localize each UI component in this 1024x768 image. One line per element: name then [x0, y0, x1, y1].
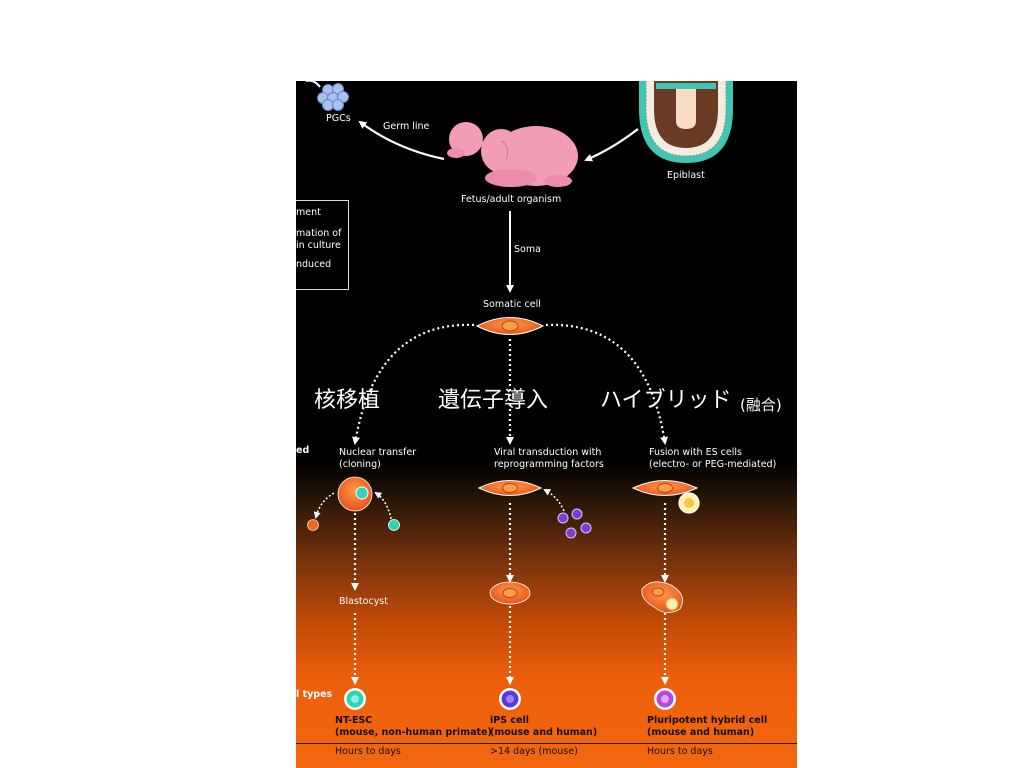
gene-transfer-jp-label: 遺伝子導入: [438, 388, 549, 413]
donor-nucleus-icon: [388, 519, 400, 531]
somatic-cell-label: Somatic cell: [483, 299, 541, 310]
fusion-label: Fusion with ES cells: [649, 447, 742, 458]
nt-esc-cell-icon: [344, 688, 366, 710]
removed-nucleus-icon: [307, 519, 319, 531]
top-left-arrow: [306, 81, 321, 88]
nuclear-transfer-sub-label: (cloning): [339, 459, 381, 470]
blastocyst-label: Blastocyst: [339, 596, 388, 607]
soma-label: Soma: [514, 244, 541, 255]
ips-cell-icon: [499, 688, 521, 710]
hybrid-cell-icon: [641, 581, 683, 613]
virus-to-cell-arrow: [543, 489, 565, 512]
reprogramming-cell-icon: [489, 581, 531, 605]
transduced-cell-icon: [477, 480, 543, 496]
nuclear-transfer-jp-label: 核移植: [314, 388, 381, 413]
left-fragment-label: ed: [296, 445, 310, 456]
fetus-label: Fetus/adult organism: [461, 194, 562, 205]
epiblast-to-fetus-arrow: [584, 128, 639, 162]
ips-sub-label: (mouse and human): [490, 727, 598, 738]
legend-item-3: in culture: [296, 240, 341, 251]
nucleus-removed-arrow: [313, 492, 335, 519]
viral-transduction-label: Viral transduction with: [494, 447, 602, 458]
pgcs-label: PGCs: [326, 113, 351, 124]
hybrid-cell-label: Pluripotent hybrid cell: [647, 715, 768, 726]
legend-item-4: nduced: [296, 259, 332, 270]
nucleus-inserted-arrow: [374, 491, 393, 524]
reprogramming-figure: ment mation of in culture nduced PGCs Ge…: [296, 81, 797, 768]
legend-item-1: ment: [296, 207, 321, 218]
pluripotent-hybrid-cell-icon: [654, 688, 676, 710]
viral-transduction-sub-label: reprogramming factors: [494, 459, 604, 470]
fusion-sub-label: (electro- or PEG-mediated): [649, 459, 777, 470]
ips-label: iPS cell: [490, 715, 529, 726]
fetus-icon: [447, 122, 578, 187]
diagram-graphics: [306, 81, 733, 710]
legend-box: [296, 200, 349, 290]
pgc-cluster-icon: [317, 83, 349, 111]
virus-particles-icon: [557, 508, 592, 539]
nt-esc-sub-label: (mouse, non-human primate): [335, 727, 492, 738]
fusion-cell-icon: [631, 480, 700, 514]
epiblast-icon: [639, 81, 733, 163]
legend-item-2: mation of: [296, 228, 342, 239]
nt-esc-time-label: Hours to days: [335, 746, 401, 757]
hybrid-time-label: Hours to days: [647, 746, 713, 757]
hybrid-jp-label: ハイブリッド: [600, 388, 732, 413]
branch-right-arrow: [545, 323, 669, 445]
left-fragment-label-2: l types: [296, 689, 333, 700]
germ-line-arrow: [358, 120, 445, 161]
branch-left-arrow: [352, 323, 475, 445]
fusion-jp-label: (融合): [740, 396, 782, 414]
ips-time-label: >14 days (mouse): [490, 746, 578, 757]
divider-line: [296, 743, 797, 744]
hybrid-cell-sub-label: (mouse and human): [647, 727, 755, 738]
epiblast-label: Epiblast: [667, 170, 705, 181]
oocyte-icon: [337, 476, 373, 512]
nuclear-transfer-label: Nuclear transfer: [339, 447, 417, 458]
somatic-cell-icon: [475, 317, 545, 335]
nt-esc-label: NT-ESC: [335, 715, 373, 726]
germ-line-label: Germ line: [383, 121, 430, 132]
